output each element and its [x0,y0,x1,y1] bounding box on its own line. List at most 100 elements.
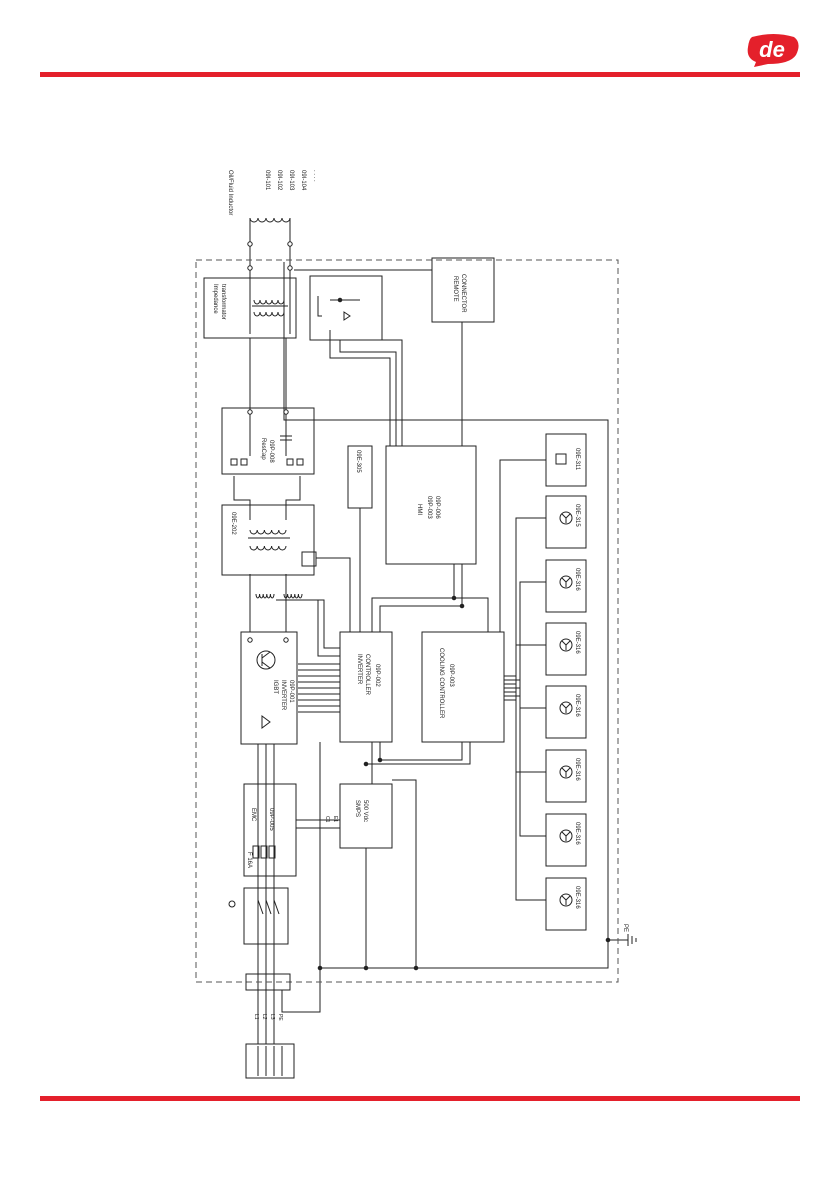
brand-logo: de [747,34,799,67]
igbt-collector [261,651,271,659]
fan-wire-3 [504,687,546,709]
emc-label: EMC [250,808,256,822]
remote-label: REMOTE [452,276,458,302]
fan-blade [561,577,571,587]
output-note-label: Oil/Fluid Inductor [227,170,233,215]
igbt-diode [261,715,271,729]
transformer-202-label: 09E-202 [230,512,236,535]
hmi-label: HMI [416,504,422,515]
relay-module-block [309,275,383,341]
output-model-label-1: 09I-102 [276,170,282,191]
transformer-sensor [301,551,317,567]
fan-316-label-5: 09E-316 [574,822,580,845]
smps-terminal-e1: E1 [332,816,338,822]
rescap-block [221,407,315,475]
fan-icon [559,765,573,779]
igbt-code-label: 09P-001 [288,680,294,703]
fan-icon [559,829,573,843]
switch-blade-0 [257,899,264,915]
fan-wire-4 [504,683,546,773]
smps-block [339,783,393,849]
fan-wire-2 [504,644,546,693]
supply-source-block [245,1043,295,1079]
output-model-label-2: 09I-103 [288,170,294,191]
fan-blade [561,513,571,523]
fan-316-label-6: 09E-316 [574,886,580,909]
cooling-controller-label: COOLING CONTROLLER [438,648,444,719]
terminal-circle [283,637,289,643]
transformator-label: transformator [220,284,226,320]
relay-contact [317,296,322,317]
transformer-202-primary [249,529,287,535]
smps-voltage-label: 500 Vdc [362,800,368,822]
hmi-code-2: 09P-006 [434,496,440,519]
terminal-circle [287,265,293,271]
fan-icon [559,638,573,652]
terminal-circle [247,265,253,271]
terminal-circle [247,637,253,643]
relay-diode [343,311,351,321]
relay-to-hmi-1 [382,339,403,446]
terminal-circle [247,241,253,247]
inverter-controller-block [339,631,393,743]
fuse-0 [252,845,260,859]
transformer-202-secondary [249,545,287,551]
enclosure-frame [195,259,619,983]
fan-316-label-2: 09E-316 [574,631,580,654]
hmi-to-cooling [454,597,489,632]
fan-icon [559,511,573,525]
inverter-label: INVERTER [280,680,286,711]
fan-316-block [545,813,587,867]
logo-text: de [759,37,785,62]
switch-handle [228,900,236,908]
inverter-controller-code: 09P-002 [374,664,380,687]
sensor-311-symbol [555,453,567,465]
ct-wire-2 [302,599,340,649]
inverter-controller-label: INVERTER [356,654,362,685]
ct-wire-1 [276,599,340,657]
fan-316-label-3: 09E-316 [574,694,580,717]
fan-316-label-1: 09E-316 [574,568,580,591]
tx-link-right [285,476,301,520]
output-model-label-3: 09I-104 [300,170,306,191]
hmi-to-invctrl-1 [371,564,455,632]
supply-label-2: L3 [269,1014,275,1020]
impedance-transformer-block [203,277,297,339]
rescap-terminal [230,458,238,466]
junction-dot [377,757,383,763]
supply-label-3: PE [277,1014,283,1021]
pe-label: PE [622,924,628,932]
transformer-primary [253,299,285,305]
smps-terminal-c1: C1 [324,816,330,823]
hmi-block [385,445,477,565]
junction-dot [459,603,465,609]
pe-line [281,968,321,1013]
fan-blade [561,831,571,841]
remote-connector-block [431,257,495,323]
fan-wire-1 [504,581,546,697]
hmi-code-1: 09P-003 [426,496,432,519]
igbt-transistor [256,650,276,670]
tx-link-left [233,476,251,520]
sensor-311-label: 09E-311 [574,448,580,471]
junction-dot [413,965,419,971]
fuse-2 [268,845,276,859]
controller-label: CONTROLLER [364,654,370,696]
igbt-inverter-block [240,631,298,745]
sensor-315-label: 09E-315 [574,504,580,527]
output-inductor-coil [249,217,291,223]
switch-blade-2 [273,899,280,915]
module-305-label: 09E-305 [355,450,361,473]
fuse-1 [260,845,268,859]
terminal-strip [245,973,291,991]
fan-icon [559,893,573,907]
fuse-label: F 16A [246,852,252,868]
footer-divider [40,1096,800,1101]
sensor-315-block [545,495,587,549]
fan-316-block [545,877,587,931]
fan-316-block [545,559,587,613]
relay-to-hmi-3 [329,330,391,446]
terminal-circle [247,409,253,415]
ground-bus-top [283,262,609,940]
